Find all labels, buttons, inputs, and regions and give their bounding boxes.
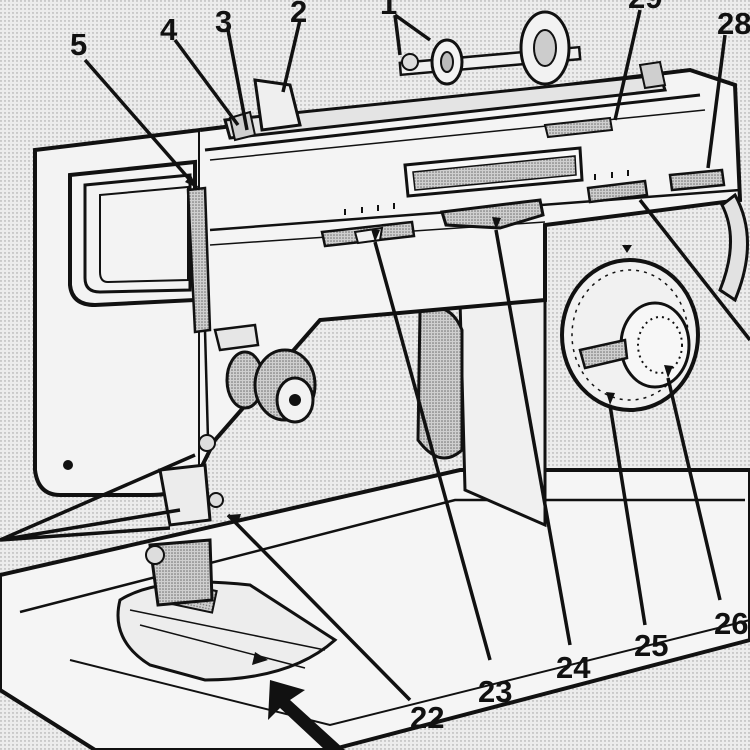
leader-line-1	[393, 13, 432, 56]
callout-22: 22	[410, 700, 444, 735]
leader-line-24	[494, 229, 572, 646]
leader-line-2	[281, 19, 302, 93]
machine-arm	[33, 67, 743, 497]
feed-arrow	[268, 680, 345, 750]
callout-29: 29	[628, 0, 662, 15]
callout-23: 23	[478, 674, 512, 709]
spool-pin	[398, 10, 582, 86]
top-thread-rail	[223, 60, 668, 142]
stitch-length-dial	[560, 245, 700, 412]
leader-line-4	[173, 38, 240, 127]
leader-line-25	[608, 404, 647, 626]
sewing-bed	[0, 468, 750, 750]
machine-base-column	[416, 298, 547, 528]
buttonhole-lever	[668, 168, 726, 192]
callout-4: 4	[160, 12, 178, 47]
callout-26: 26	[714, 606, 748, 641]
leader-line-29	[613, 9, 642, 121]
stitch-selector-knob	[440, 198, 545, 230]
leader-line-27	[638, 198, 750, 342]
bobbin-winder	[213, 323, 317, 424]
callout-1: 1	[380, 0, 397, 21]
callout-25: 25	[634, 628, 668, 663]
callout-28: 28	[717, 6, 750, 41]
leader-line-22	[226, 513, 412, 702]
stitch-display-panel	[403, 146, 584, 198]
leader-arrowheads	[185, 175, 673, 523]
leader-line-3	[226, 29, 249, 131]
handwheel	[718, 192, 749, 303]
callout-24: 24	[556, 650, 591, 685]
leader-line-23	[373, 241, 492, 661]
leader-line-28	[706, 34, 727, 169]
leader-line-left	[0, 453, 196, 542]
callout-5: 5	[70, 27, 87, 62]
leader-line-5	[83, 58, 199, 190]
callout-2: 2	[290, 0, 307, 29]
callout-3: 3	[215, 4, 232, 39]
callout-labels: 1 2 3 4 5 22 23 24 25 26 28 29	[70, 0, 750, 735]
needle-position-lever	[586, 170, 649, 204]
leader-line-26	[666, 377, 722, 601]
leader-lines	[0, 9, 750, 702]
